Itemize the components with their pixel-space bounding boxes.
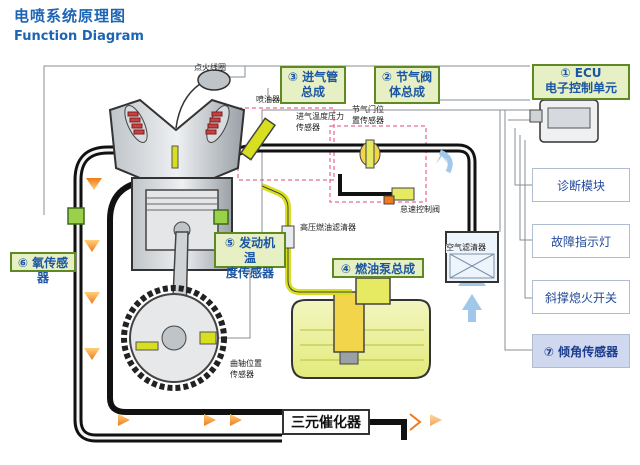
diagram-title-cn: 电喷系统原理图	[14, 7, 127, 25]
engine-cylinder-head	[108, 98, 246, 179]
intake-temp-pressure-sensor-label-1: 进气温度压力	[296, 112, 344, 121]
intake-temp-pressure-sensor-label-2: 传感器	[296, 123, 320, 132]
fault-indicator-label: 故障指示灯	[550, 234, 611, 249]
crank-position-sensor-label-2: 传感器	[230, 370, 254, 379]
ignition-coil	[175, 69, 231, 129]
fault-indicator-box: 故障指示灯	[532, 224, 630, 258]
coolant-temp-sensor-label-1: ⑤ 发动机温	[224, 236, 276, 265]
oxygen-sensor-box: ⑥ 氧传感器	[10, 252, 76, 285]
tail-pipe	[370, 419, 407, 440]
intake-manifold-box: ③ 进气管 总成	[280, 66, 346, 104]
intake-manifold-label-1: ③ 进气管	[287, 70, 339, 84]
tilt-sensor-label: ⑦ 倾角传感器	[543, 344, 619, 359]
ecu-label-2: 电子控制单元	[544, 81, 617, 95]
ecu-device	[529, 99, 599, 143]
coolant-temp-sensor	[213, 209, 229, 225]
throttle-position-sensor-label-1: 节气门位	[352, 105, 384, 114]
ignition-coil-label: 点火线圈	[194, 63, 226, 72]
throttle-body-label-1: ② 节气阀	[381, 70, 433, 84]
oxygen-sensor-label: ⑥ 氧传感器	[17, 256, 69, 285]
high-pressure-filter-label: 高压燃油滤清器	[300, 223, 356, 232]
idle-control-valve-label: 怠速控制阀	[400, 205, 440, 214]
exhaust-flow-arrows	[84, 178, 442, 426]
fuel-pump-box: ④ 燃油泵总成	[332, 258, 424, 278]
crankshaft-trigger-wheel	[121, 285, 227, 391]
diagram-title-en: Function Diagram	[14, 29, 144, 44]
oxygen-sensor	[67, 207, 85, 225]
kickstand-switch-box: 斜撑熄火开关	[532, 280, 630, 314]
catalytic-converter-box: 三元催化器	[282, 409, 370, 435]
tilt-sensor-box: ⑦ 倾角传感器	[532, 334, 630, 368]
fuel-injector	[239, 117, 277, 161]
intake-manifold-label-2: 总成	[300, 85, 325, 99]
air-filter-box	[445, 231, 499, 283]
injector-label: 喷油器	[256, 95, 280, 104]
throttle-valve	[359, 139, 381, 169]
coolant-temp-sensor-label-2: 度传感器	[225, 266, 274, 280]
fuel-pump-label: ④ 燃油泵总成	[340, 262, 416, 276]
coolant-temp-sensor-box: ⑤ 发动机温 度传感器	[214, 232, 286, 280]
crank-position-sensor-label-1: 曲轴位置	[230, 359, 262, 368]
catalytic-converter-label: 三元催化器	[291, 415, 361, 431]
air-filter-label: 空气滤清器	[446, 243, 486, 253]
throttle-body-region	[329, 125, 427, 203]
kickstand-switch-label: 斜撑熄火开关	[544, 290, 617, 305]
throttle-body-box: ② 节气阀 体总成	[374, 66, 440, 104]
throttle-body-label-2: 体总成	[388, 85, 425, 99]
diagnostic-module-box: 诊断模块	[532, 168, 630, 202]
ecu-label-1: ① ECU	[560, 66, 602, 80]
throttle-position-sensor-label-2: 置传感器	[352, 116, 384, 125]
fuel-pump-assembly	[333, 277, 391, 365]
diagnostic-module-label: 诊断模块	[556, 178, 605, 193]
idle-bypass	[338, 174, 415, 205]
ecu-box: ① ECU 电子控制单元	[532, 64, 630, 100]
